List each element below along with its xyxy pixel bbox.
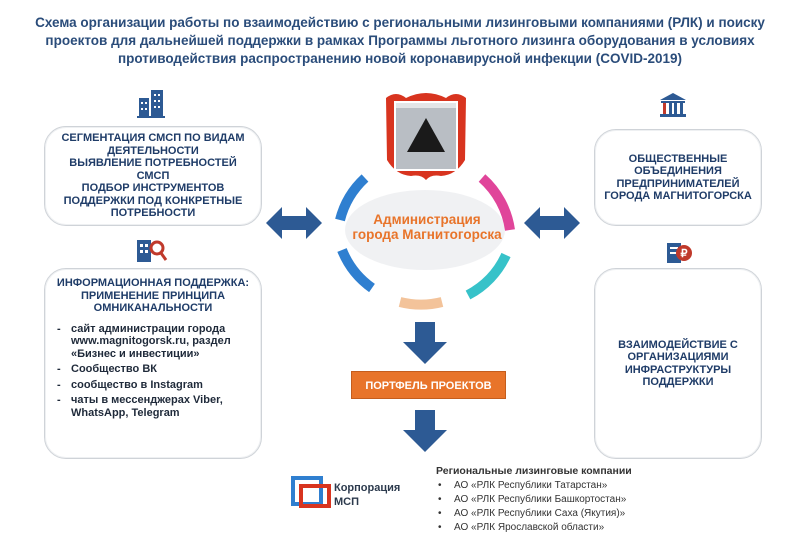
corporation-msp-logo-icon [291, 476, 331, 508]
double-arrow-right [524, 207, 580, 239]
list-item: сообщество в Instagram [55, 379, 251, 392]
rlk-title: Региональные лизинговые компании [436, 465, 632, 477]
rlk-list: АО «РЛК Республики Татарстан» АО «РЛК Ре… [436, 479, 626, 535]
double-arrow-left [266, 207, 322, 239]
page-title: Схема организации работы по взаимодейств… [35, 15, 765, 66]
corporation-line-2: МСП [334, 496, 360, 508]
building-search-icon [137, 240, 168, 262]
info-support-heading: ИНФОРМАЦИОННАЯ ПОДДЕРЖКА: ПРИМЕНЕНИЕ ПРИ… [56, 277, 250, 314]
infrastructure-text: ВЗАИМОДЕЙСТВИЕ С ОРГАНИЗАЦИЯМИ ИНФРАСТРУ… [618, 338, 738, 389]
segmentation-box: СЕГМЕНТАЦИЯ СМСП ПО ВИДАМ ДЕЯТЕЛЬНОСТИ В… [44, 126, 262, 226]
ruble-document-icon: ₽ [667, 243, 692, 263]
list-item: Сообщество ВК [55, 363, 251, 376]
central-ring [335, 174, 515, 310]
city-crest-icon [386, 93, 466, 180]
public-associations-box: ОБЩЕСТВЕННЫЕ ОБЪЕДИНЕНИЯ ПРЕДПРИНИМАТЕЛЕ… [594, 129, 762, 226]
segmentation-line-2: ВЫЯВЛЕНИЕ ПОТРЕБНОСТЕЙ СМСП [69, 157, 237, 182]
public-associations-text: ОБЩЕСТВЕННЫЕ ОБЪЕДИНЕНИЯ ПРЕДПРИНИМАТЕЛЕ… [604, 152, 752, 203]
infrastructure-box: ВЗАИМОДЕЙСТВИЕ С ОРГАНИЗАЦИЯМИ ИНФРАСТРУ… [594, 268, 762, 459]
segmentation-line-1: СЕГМЕНТАЦИЯ СМСП ПО ВИДАМ ДЕЯТЕЛЬНОСТИ [61, 132, 245, 157]
list-item: АО «РЛК Республики Башкортостан» [436, 493, 626, 507]
list-item: АО «РЛК Республики Татарстан» [436, 479, 626, 493]
info-support-box: ИНФОРМАЦИОННАЯ ПОДДЕРЖКА: ПРИМЕНЕНИЕ ПРИ… [44, 268, 262, 459]
info-channels-list: сайт администрации города www.magnitogor… [55, 323, 251, 423]
corporation-line-1: Корпорация [334, 482, 401, 494]
government-building-icon [660, 93, 686, 117]
list-item: АО «РЛК Ярославской области» [436, 521, 626, 535]
down-arrow-1 [403, 322, 447, 364]
list-item: сайт администрации города www.magnitogor… [55, 323, 251, 361]
buildings-icon [137, 90, 165, 118]
portfolio-label: ПОРТФЕЛЬ ПРОЕКТОВ [351, 371, 506, 399]
list-item: чаты в мессенджерах Viber, WhatsApp, Tel… [55, 394, 251, 419]
svg-text:₽: ₽ [681, 248, 688, 260]
corporation-name: Корпорация МСП [334, 481, 400, 509]
list-item: АО «РЛК Республики Саха (Якутия)» [436, 507, 626, 521]
center-label: Администрация города Магнитогорска [352, 212, 502, 242]
segmentation-line-3: ПОДБОР ИНСТРУМЕНТОВ ПОДДЕРЖКИ ПОД КОНКРЕ… [63, 182, 243, 220]
down-arrow-2 [403, 410, 447, 452]
